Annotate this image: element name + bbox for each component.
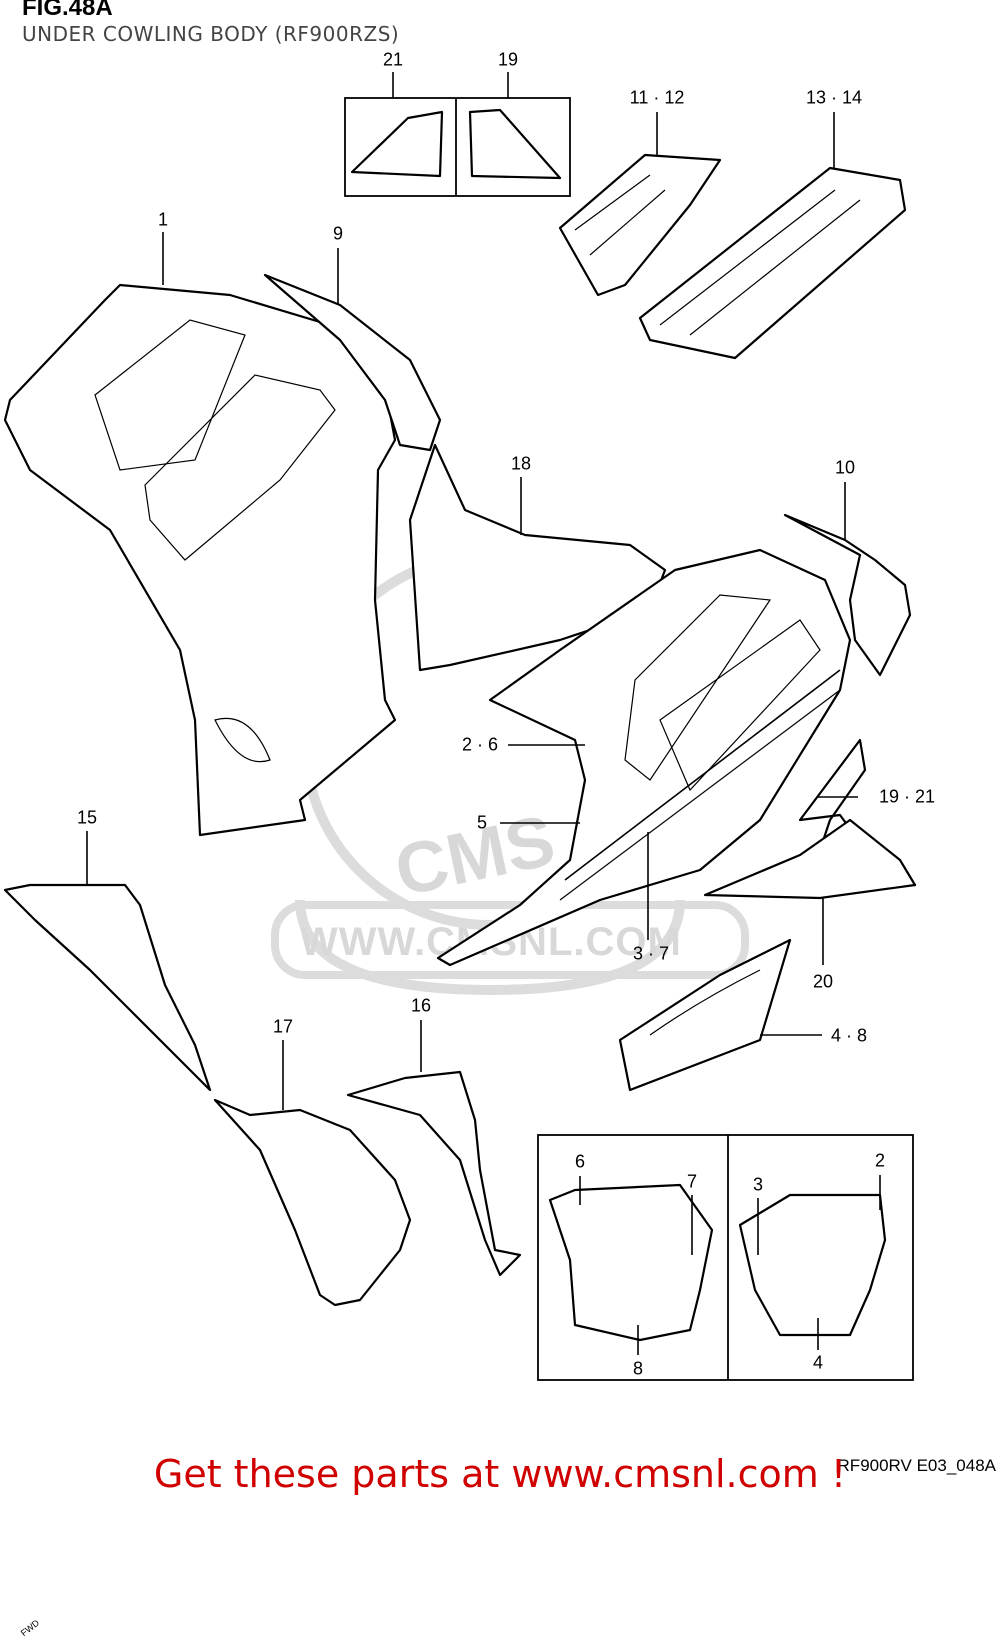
callout-9: 9: [332, 223, 344, 244]
part-15: [3, 883, 212, 1092]
callout-2: 2: [874, 1150, 886, 1171]
callout-18: 18: [510, 453, 532, 474]
part-13-14: [638, 166, 907, 360]
fwd-label: FWD: [18, 1617, 42, 1638]
callout-1: 1: [157, 209, 169, 230]
callout-8: 8: [632, 1358, 644, 1379]
part-17: [213, 1098, 412, 1307]
callout-7: 7: [686, 1171, 698, 1192]
callout-15: 15: [76, 807, 98, 828]
callout-19: 19: [497, 49, 519, 70]
part-decal-right: [738, 1193, 887, 1337]
promo-link[interactable]: Get these parts at www.cmsnl.com !: [153, 1452, 847, 1496]
callout-4: 4: [812, 1352, 824, 1373]
parts-diagram: CMS WWW.CMSNL.COM: [3, 0, 996, 1638]
callout-21: 21: [382, 49, 404, 70]
callout-5: 5: [476, 812, 488, 833]
callout-3: 3: [752, 1174, 764, 1195]
figure-id: FIG.48A: [22, 0, 113, 21]
part-20: [703, 818, 917, 900]
callout-20: 20: [812, 971, 834, 992]
part-10: [783, 513, 912, 677]
part-19: [468, 108, 562, 180]
part-11-12: [558, 153, 722, 297]
callout-17: 17: [272, 1016, 294, 1037]
part-2-6-5: [436, 548, 852, 967]
callout-11-12: 11 · 12: [629, 87, 685, 108]
callout-16: 16: [410, 995, 432, 1016]
inset-box-19-21: [344, 97, 571, 197]
part-4-8: [618, 938, 792, 1092]
drawing-code: RF900RV E03_048A: [837, 1456, 996, 1475]
callout-19-21: 19 · 21: [878, 786, 936, 807]
diagram-drawing: [3, 72, 917, 1381]
inset-box-decals: [537, 1134, 914, 1381]
part-9: [263, 273, 442, 452]
callout-13-14: 13 · 14: [805, 87, 863, 108]
callout-6: 6: [574, 1151, 586, 1172]
figure-title: UNDER COWLING BODY (RF900RZS): [22, 22, 400, 46]
callout-2-6: 2 · 6: [461, 734, 499, 755]
callout-10: 10: [834, 457, 856, 478]
callout-4-8: 4 · 8: [830, 1025, 868, 1046]
callout-3-7: 3 · 7: [632, 943, 670, 964]
part-16: [346, 1070, 522, 1277]
part-decal-left: [548, 1183, 714, 1342]
part-1: [3, 283, 397, 837]
part-21: [350, 110, 444, 178]
